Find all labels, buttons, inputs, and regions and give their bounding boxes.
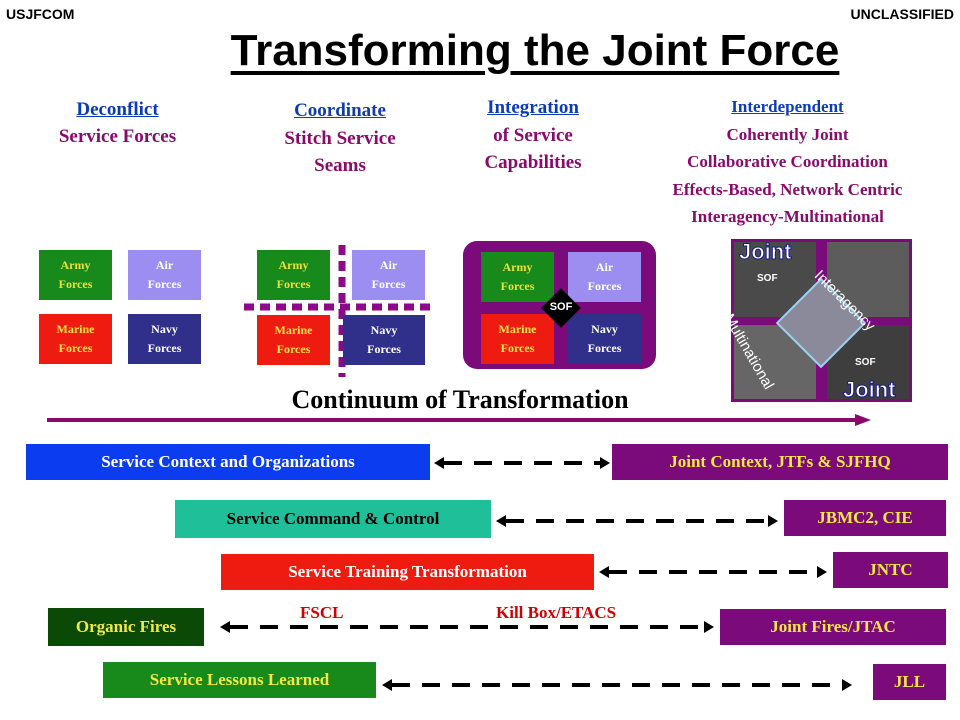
stage-interdependent-line: Coherently Joint: [726, 124, 849, 144]
stage-interdependent-head: Interdependent: [731, 97, 844, 116]
kill-box-label: Kill Box/ETACS: [496, 603, 617, 622]
dashed-arrow: [382, 679, 852, 691]
stage-interdependent-line: Effects-Based, Network Centric: [672, 179, 903, 199]
stage-integration-line: of Service: [493, 124, 573, 146]
fscl-label: FSCL: [300, 603, 344, 622]
joint-top-label: Joint: [739, 239, 793, 265]
sof-top-label: SOF: [757, 273, 778, 284]
stage-deconflict-head: Deconflict: [76, 99, 159, 120]
service-c2-label: Service Command & Control: [175, 500, 491, 538]
dashed-arrow: [220, 621, 714, 633]
continuum-title: Continuum of Transformation: [291, 385, 629, 414]
stitch-seams-graphic: [244, 245, 434, 377]
stage-integration-line: Capabilities: [484, 152, 582, 174]
stage-interdependent-line: Collaborative Coordination: [687, 152, 888, 172]
dashed-arrow: [599, 566, 827, 578]
stage-interdependent: Interdependent Coherently Joint Collabor…: [610, 93, 960, 231]
service-context-label: Service Context and Organizations: [26, 444, 430, 480]
stage-coordinate-line: Stitch Service: [284, 127, 396, 149]
joint-bottom-label: Joint: [843, 377, 897, 403]
stage-integration-head: Integration: [487, 97, 579, 118]
sof-label: SOF: [549, 301, 573, 313]
joint-fires-label: Joint Fires/JTAC: [720, 609, 946, 645]
jll-label: JLL: [873, 664, 946, 700]
service-lessons-label: Service Lessons Learned: [103, 662, 376, 698]
page-title: Transforming the Joint Force: [230, 26, 840, 75]
interdependent-graphic: Joint Joint SOF SOF Interagency Multinat…: [720, 239, 912, 403]
stage-coordinate-line: Seams: [314, 155, 366, 177]
sof-bottom-label: SOF: [855, 357, 876, 368]
stage-coordinate: Coordinate Stitch Service Seams: [245, 97, 435, 180]
jbmc2-label: JBMC2, CIE: [784, 500, 946, 536]
stage-integration: Integration of Service Capabilities: [448, 94, 618, 177]
service-training-label: Service Training Transformation: [221, 554, 594, 590]
dashed-arrow: [496, 515, 778, 527]
continuum-arrow: [47, 414, 871, 426]
dashed-arrow: [434, 457, 610, 469]
joint-context-label: Joint Context, JTFs & SJFHQ: [612, 444, 948, 480]
stage-deconflict-line: Service Forces: [58, 125, 177, 147]
org-label: USJFCOM: [6, 6, 75, 22]
stage-deconflict: Deconflict Service Forces: [20, 97, 215, 150]
jntc-label: JNTC: [833, 552, 948, 588]
classification-label: UNCLASSIFIED: [850, 6, 954, 22]
stage-interdependent-line: Interagency-Multinational: [691, 207, 884, 227]
organic-fires-label: Organic Fires: [48, 608, 204, 646]
stage-coordinate-head: Coordinate: [294, 100, 386, 121]
